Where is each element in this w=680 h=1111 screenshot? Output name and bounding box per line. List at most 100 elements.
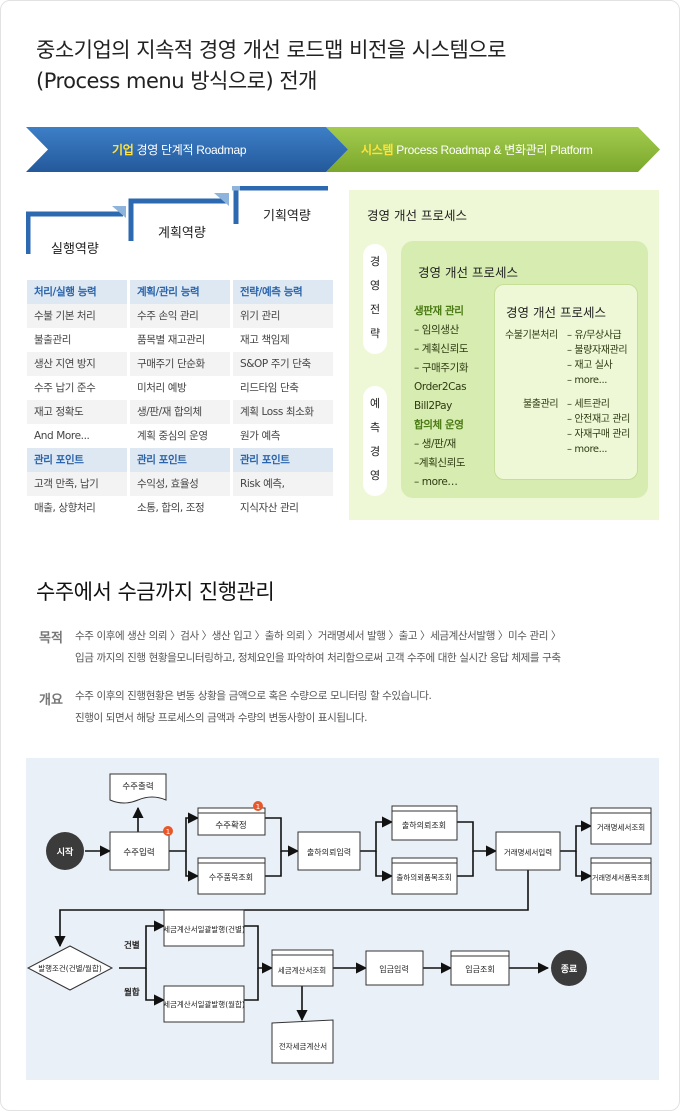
list-item: – 재고 실사 xyxy=(567,360,613,371)
table-cell: 불출관리 xyxy=(27,328,127,352)
ability-column-planning: 계획/관리 능력 수주 손익 관리 품목별 재고관리 구매주기 단순화 미처리 … xyxy=(130,280,230,520)
table-cell: 수익성, 효율성 xyxy=(130,472,230,496)
list-item: 생판재 관리 xyxy=(414,305,464,317)
issue-condition-label: 발행조건(건별/월합) xyxy=(38,963,102,973)
e-tax-invoice-node xyxy=(271,1019,334,1064)
table-cell: 수주 손익 관리 xyxy=(130,304,230,328)
table-cell: 매출, 상향처리 xyxy=(27,496,127,520)
innermost-process-box: 경영 개선 프로세스 수불기본처리 – 유/무상사급 – 불량자재관리 – 재고… xyxy=(494,284,638,480)
tax-query-box xyxy=(271,949,334,987)
table-cell: 재고 책임제 xyxy=(233,328,333,352)
column-header: 계획/관리 능력 xyxy=(130,280,230,304)
statement-item-query-box xyxy=(590,857,652,895)
page-title-line2: (Process menu 방식으로) 전개 xyxy=(36,69,317,93)
point-header: 관리 포인트 xyxy=(27,448,127,472)
list-item: – 자재구매 관리 xyxy=(567,429,630,440)
list-item: – 임의생산 xyxy=(414,324,459,336)
group1-label: 수불기본처리 xyxy=(505,330,558,341)
point-header: 관리 포인트 xyxy=(130,448,230,472)
column-header: 전략/예측 능력 xyxy=(233,280,333,304)
stair-execution: 실행역량 xyxy=(51,242,99,257)
e-tax-invoice-label: 전자세금계산서 xyxy=(279,1041,327,1051)
ship-request-query-label: 출하의뢰조회 xyxy=(402,820,446,830)
group1-list: – 유/무상사급 – 불량자재관리 – 재고 실사 – more... xyxy=(567,328,628,388)
ship-request-input-box xyxy=(297,831,361,871)
payment-query-label: 입금조회 xyxy=(465,965,494,974)
order-input-box xyxy=(109,831,170,871)
process-panel-title: 경영 개선 프로세스 xyxy=(367,208,467,223)
list-item: – 계획신뢰도 xyxy=(414,343,469,355)
inner-process-box: 경영 개선 프로세스 생판재 관리 – 임의생산 – 계획신뢰도 – 구매주기화… xyxy=(401,241,648,498)
roadmap-banner: 기업 경영 단계적 Roadmap 시스템 Process Roadmap & … xyxy=(26,127,666,172)
issue-condition-decision xyxy=(26,945,114,991)
column-header: 처리/실행 능력 xyxy=(27,280,127,304)
end-node xyxy=(551,950,587,986)
table-cell: 생산 지연 방지 xyxy=(27,352,127,376)
table-cell: 원가 예측 xyxy=(233,424,333,448)
list-item: – 유/무상사급 xyxy=(567,330,622,341)
table-cell: 수불 기본 처리 xyxy=(27,304,127,328)
banner-left-label: 기업 경영 단계적 Roadmap xyxy=(112,143,247,157)
tax-issue-case-box xyxy=(163,909,245,947)
innermost-process-title: 경영 개선 프로세스 xyxy=(506,305,606,320)
list-item: – more… xyxy=(414,476,458,488)
table-cell: 지식자산 관리 xyxy=(233,496,333,520)
ship-request-query-box xyxy=(391,805,458,841)
list-item: – 불량자재관리 xyxy=(567,345,628,356)
purpose-text: 수주 이후에 생산 의뢰 〉검사 〉생산 입고 〉출하 의뢰 〉거래명세서 발행… xyxy=(75,630,562,664)
list-item: – more... xyxy=(567,375,608,386)
inner-process-title: 경영 개선 프로세스 xyxy=(418,265,518,280)
ability-column-strategy: 전략/예측 능력 위기 관리 재고 책임제 S&OP 주기 단축 리드타임 단축… xyxy=(233,280,333,520)
group2-label: 불출관리 xyxy=(523,399,559,410)
stair-steps xyxy=(26,186,328,254)
list-item: 합의체 운영 xyxy=(414,419,464,431)
monthly-label: 월합 xyxy=(124,987,140,998)
table-cell: 계획 Loss 최소화 xyxy=(233,400,333,424)
table-cell: 미처리 예방 xyxy=(130,376,230,400)
table-cell: S&OP 주기 단축 xyxy=(233,352,333,376)
list-item: – 구매주기화 xyxy=(414,362,469,374)
table-cell: 생/판/재 합의체 xyxy=(130,400,230,424)
badge-count: 1 xyxy=(256,803,260,811)
start-label: 시작 xyxy=(57,847,74,858)
payment-query-box xyxy=(450,950,510,986)
statement-item-query-label: 거래명세서품목조회 xyxy=(592,873,650,882)
table-cell: And More... xyxy=(27,424,127,448)
order-item-query-label: 수주품목조회 xyxy=(209,873,253,882)
order-to-cash-flowchart: 시작 종료 수주출력 수주입력 1 수주확정 1 수주품목조회 출하의뢰입력 출… xyxy=(26,758,659,1080)
inner-process-list: 생판재 관리 – 임의생산 – 계획신뢰도 – 구매주기화 Order2Cas … xyxy=(414,302,468,492)
table-cell: 위기 관리 xyxy=(233,304,333,328)
banner-blue-arrow xyxy=(26,127,348,172)
page-title-line1: 중소기업의 지속적 경영 개선 로드맵 비전을 시스템으로 xyxy=(36,38,506,62)
banner-green-arrow xyxy=(326,127,660,172)
list-item: – 안전재고 관리 xyxy=(567,414,630,425)
badge-count: 1 xyxy=(166,828,170,836)
group2-list: – 세트관리 – 안전재고 관리 – 자재구매 관리 – more... xyxy=(567,397,630,457)
tax-issue-case-label: 세금계산서일괄발행(건별) xyxy=(163,924,245,934)
list-item: – 생/판/재 xyxy=(414,438,456,450)
table-cell: 수주 납기 준수 xyxy=(27,376,127,400)
overview-text: 수주 이후의 진행현황은 변동 상황을 금액으로 혹은 수량으로 모니터링 할 … xyxy=(75,690,432,724)
stair-strategy: 기획역량 xyxy=(263,209,311,224)
list-item: Order2Cas xyxy=(414,381,467,393)
table-cell: Risk 예측, xyxy=(233,472,333,496)
order-input-label: 수주입력 xyxy=(123,847,154,858)
section-title: 수주에서 수금까지 진행관리 xyxy=(36,580,275,604)
ship-request-item-query-label: 출하의뢰품목조회 xyxy=(396,872,451,882)
per-case-label: 건별 xyxy=(124,940,140,951)
payment-input-label: 입금입력 xyxy=(379,964,408,974)
table-cell: 구매주기 단순화 xyxy=(130,352,230,376)
table-cell: 고객 만족, 납기 xyxy=(27,472,127,496)
purpose-label: 목적 xyxy=(39,631,63,646)
point-header: 관리 포인트 xyxy=(233,448,333,472)
list-item: – 세트관리 xyxy=(567,399,610,410)
list-item: – more... xyxy=(567,444,608,455)
overview-label: 개요 xyxy=(39,693,63,708)
table-cell: 재고 정확도 xyxy=(27,400,127,424)
order-confirm-label: 수주확정 xyxy=(215,820,246,831)
tax-issue-month-label: 세금계산서일괄발행(월합) xyxy=(163,999,245,1009)
list-item: Bill2Pay xyxy=(414,400,452,412)
stair-planning: 계획역량 xyxy=(158,226,206,241)
